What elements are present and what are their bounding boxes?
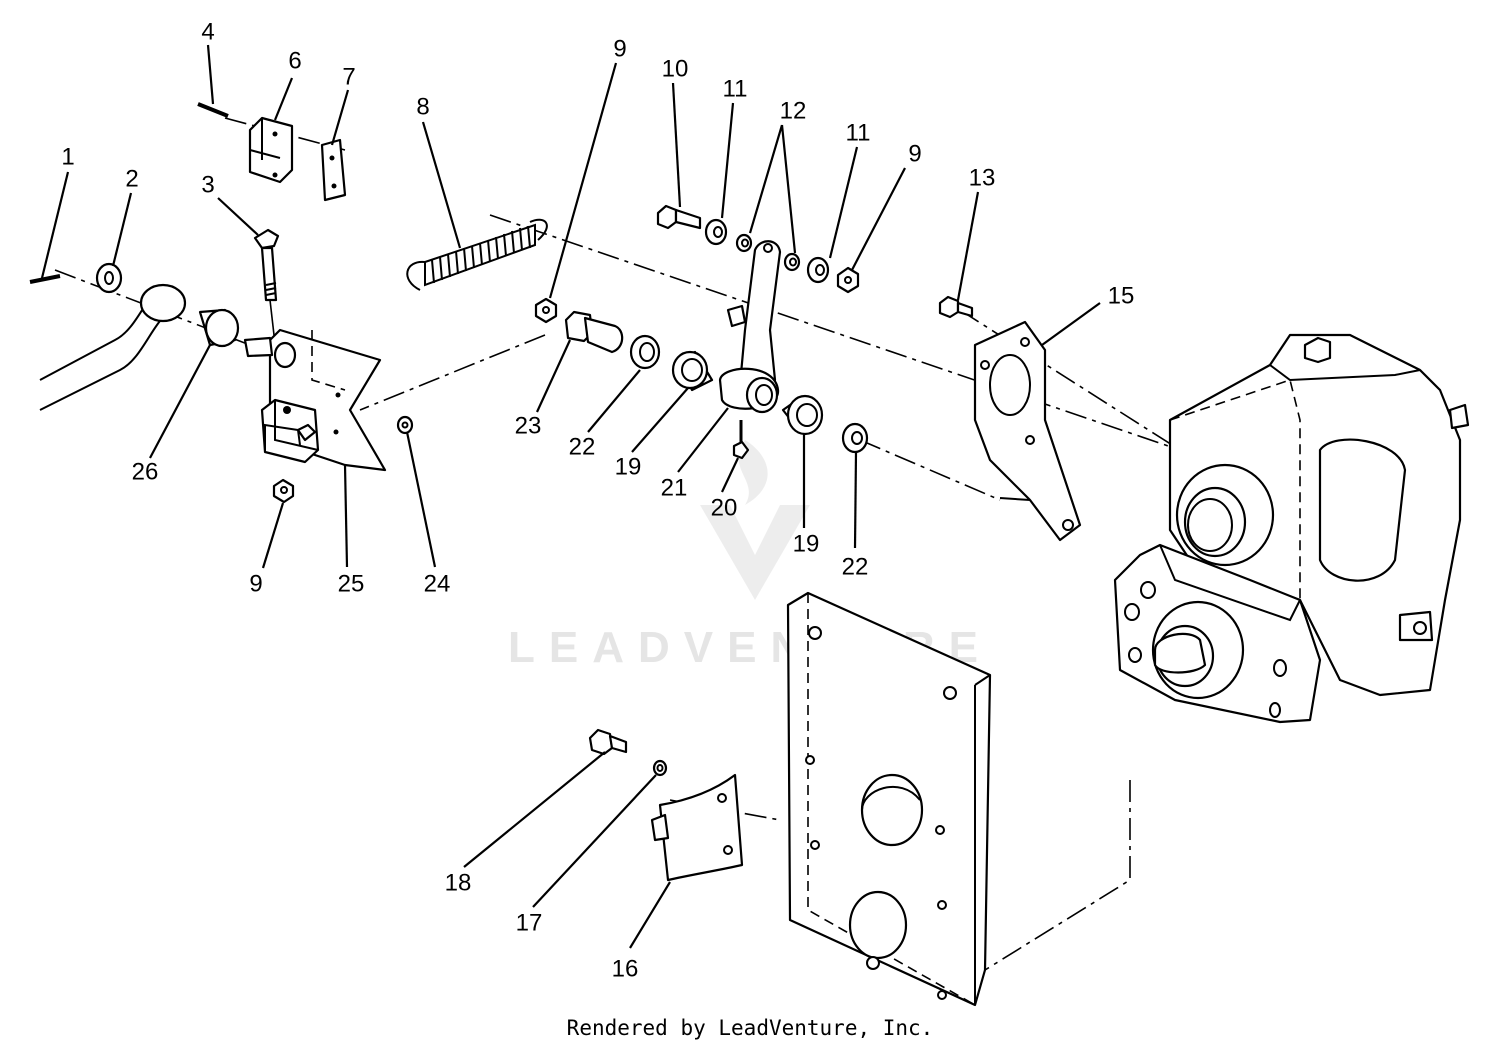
callout-26: 26 <box>132 458 159 485</box>
callout-3: 3 <box>201 171 214 198</box>
callout-9-lower: 9 <box>249 570 262 597</box>
clamp-block <box>260 398 320 464</box>
callout-15: 15 <box>1108 282 1135 309</box>
callout-13: 13 <box>969 164 996 191</box>
callout-24: 24 <box>424 570 451 597</box>
bracket-7 <box>320 138 347 202</box>
footer-credit: Rendered by LeadVenture, Inc. <box>566 1016 934 1040</box>
washer-22-right <box>841 422 869 454</box>
frame-shaft <box>39 283 187 411</box>
assembly-axes <box>54 117 1181 971</box>
callout-25: 25 <box>338 570 365 597</box>
block-6 <box>248 116 294 184</box>
grease-fitting-20 <box>732 420 750 460</box>
callout-9-top: 9 <box>613 35 626 62</box>
bushing-26 <box>198 308 240 348</box>
callout-2: 2 <box>125 165 138 192</box>
bracket-16 <box>650 773 744 882</box>
callout-4: 4 <box>201 18 214 45</box>
callout-17: 17 <box>516 909 543 936</box>
cotter-pin <box>29 274 61 284</box>
callout-20: 20 <box>711 494 738 521</box>
lever-arm-21 <box>718 240 782 414</box>
transmission-unit <box>1113 333 1470 724</box>
callout-11-left: 11 <box>723 75 748 102</box>
callout-6: 6 <box>288 47 301 74</box>
mounting-bracket-15 <box>973 320 1082 542</box>
callout-23: 23 <box>515 412 542 439</box>
callout-19-left: 19 <box>615 453 642 480</box>
leadventure-watermark: LEADVENTURE <box>508 440 978 672</box>
nut-9-right <box>836 266 860 294</box>
nut-9-lower <box>272 478 295 504</box>
nut-9-upper <box>534 297 558 324</box>
washer-11-left <box>704 218 728 246</box>
lockwasher-12-left <box>735 233 753 253</box>
lockwasher-12-right <box>783 252 801 272</box>
callout-22-left: 22 <box>569 433 596 460</box>
exploded-parts-diagram: LEADVENTURE <box>29 18 1470 1007</box>
nut-24 <box>396 415 414 435</box>
leader-lines <box>40 44 1101 949</box>
callout-16: 16 <box>612 955 639 982</box>
bushing-19-left <box>671 350 714 392</box>
callout-10: 10 <box>662 55 689 82</box>
callout-1: 1 <box>61 143 74 170</box>
screw-18 <box>588 728 628 756</box>
spring-8 <box>406 218 548 291</box>
callout-7: 7 <box>342 63 355 90</box>
callout-21: 21 <box>661 474 688 501</box>
washer <box>95 262 123 294</box>
callout-labels: 1 2 3 4 6 7 8 9 10 11 12 11 9 13 15 26 2… <box>61 18 1134 982</box>
callout-18: 18 <box>445 869 472 896</box>
callout-22-right: 22 <box>842 553 869 580</box>
lockwasher-17 <box>652 759 668 777</box>
callout-9-right: 9 <box>908 140 921 167</box>
screw-13 <box>938 295 974 319</box>
bolt-10 <box>656 204 702 230</box>
callout-11-right: 11 <box>846 119 871 146</box>
washer-11-right <box>806 256 830 284</box>
bushing-19-right <box>781 394 824 436</box>
callout-19-right: 19 <box>793 530 820 557</box>
mounting-plate <box>786 591 992 1007</box>
callout-8: 8 <box>416 93 429 120</box>
washer-22-left <box>629 334 661 370</box>
pin-4 <box>197 102 229 118</box>
shoulder-bolt-23 <box>564 310 624 354</box>
callout-12: 12 <box>780 97 807 124</box>
